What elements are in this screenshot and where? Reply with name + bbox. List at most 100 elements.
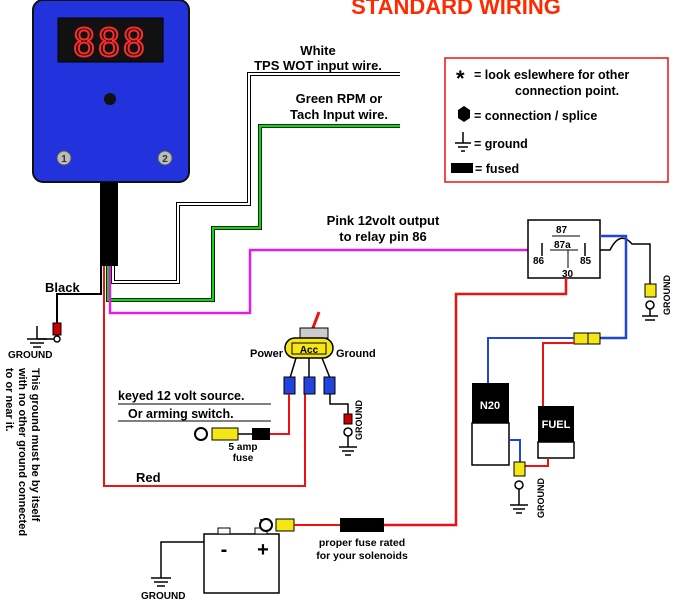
white-wire-label-1: White [300, 43, 335, 58]
pink-wire-label-1: Pink 12volt output [327, 213, 440, 228]
ground-label-relay: GROUND [662, 275, 672, 315]
fuel-solenoid: FUEL [537, 406, 575, 459]
switch-ground-symbol [339, 436, 357, 456]
white-tps-wire-core [112, 73, 400, 283]
relay-87-output-wire [599, 234, 628, 340]
relay-pin-85: 85 [580, 256, 592, 267]
legend-box: * = look eslewhere for other connection … [444, 57, 669, 183]
battery-ground-wire [160, 541, 204, 578]
solenoid-splice-connector-a [573, 332, 589, 345]
main-fuse-label-1: proper fuse rated [319, 537, 405, 549]
legend-splice-icon [458, 106, 470, 122]
relay-pin-30: 30 [562, 269, 574, 280]
black-ground-wire [56, 266, 102, 323]
switch-ground-fuse-marker [343, 413, 353, 425]
green-wire-label-2: Tach Input wire. [290, 107, 388, 122]
white-wire-label-2: TPS WOT input wire. [254, 58, 382, 73]
battery-plus-label: + [257, 539, 269, 561]
keyed-source-label-2: Or arming switch. [128, 407, 234, 421]
ground-ring-terminal [53, 335, 61, 343]
battery-minus-label: - [221, 539, 228, 561]
legend-star-text-1: = look eslewhere for other [474, 68, 629, 82]
switch-terminal-power [283, 376, 296, 395]
n20-ground-wire [509, 439, 521, 462]
port-2-label: 2 [162, 154, 168, 165]
solenoid-ground-connector [513, 461, 526, 477]
ground-note-line-3: to or near it. [3, 368, 15, 432]
keyed-source-ring [194, 427, 208, 441]
switch-acc-label: Acc [300, 345, 319, 356]
relay: 87 87a 86 85 30 [527, 219, 601, 280]
fuse-5-amp-label-1: 5 amp [229, 442, 258, 453]
ground-label-battery: GROUND [141, 591, 185, 602]
ground-fuse-marker [52, 322, 62, 336]
keyed-source-label-1: keyed 12 volt source. [118, 389, 244, 403]
switch-power-wire [268, 394, 290, 435]
legend-fuse-icon [451, 163, 473, 173]
battery-terminal-negative [217, 527, 231, 535]
switch-ground-ring [343, 427, 353, 437]
black-wire-label: Black [45, 280, 80, 295]
toggle-switch[interactable]: Acc Power Ground [250, 311, 376, 395]
legend-star-text-2: connection point. [515, 84, 619, 98]
keyed-source-connector [211, 427, 239, 441]
port-1-marker [56, 150, 72, 166]
red-wire-label: Red [136, 470, 161, 485]
relay-pin-87: 87 [556, 225, 568, 236]
n20-solenoid: N20 [471, 383, 510, 466]
solenoid-main-fuse [340, 518, 384, 532]
relay-pin-87a: 87a [554, 240, 571, 251]
port-2-marker [157, 150, 173, 166]
green-rpm-wire-core [106, 124, 400, 302]
relay-body [527, 219, 601, 279]
battery-body [203, 533, 280, 594]
ground-note-line-2: with no other ground connected [16, 367, 28, 536]
legend-ground-text: = ground [474, 137, 528, 151]
fuse-5-amp-label-2: fuse [233, 453, 254, 464]
controller-unit: 888 1 2 [32, 0, 190, 266]
led-display [57, 17, 164, 63]
switch-power-label: Power [250, 348, 284, 360]
switch-ground-label: Ground [336, 348, 376, 360]
fuel-ground-wire [520, 458, 549, 467]
pink-wire-label-2: to relay pin 86 [339, 229, 426, 244]
red-power-wire [103, 266, 306, 487]
ground-label-switch: GROUND [354, 400, 364, 440]
fuel-feed-wire [542, 342, 574, 406]
switch-terminal-ground [323, 376, 336, 395]
relay-85-ground-connector [644, 283, 657, 298]
legend-fuse-text: = fused [475, 162, 519, 176]
port-1-label: 1 [61, 154, 67, 165]
fuel-label: FUEL [542, 419, 571, 431]
main-fuse-label-2: for your solenoids [316, 550, 408, 562]
relay-85-ground-wire [600, 237, 651, 286]
wire-harness [100, 182, 118, 266]
legend-ground-icon [455, 132, 471, 152]
fuse-5-amp [252, 428, 270, 440]
led-display-digits: 888 [73, 21, 148, 65]
n20-feed-wire [487, 337, 574, 383]
pink-output-wire [108, 248, 540, 315]
ground-note-line-1: This ground must be by itself [29, 368, 41, 522]
green-wire-label-1: Green RPM or [296, 91, 383, 106]
battery-ground-symbol [151, 577, 171, 587]
ground-label-solenoids: GROUND [536, 478, 546, 518]
legend-splice-text: = connection / splice [474, 109, 597, 123]
solenoid-ground-ring [514, 480, 524, 490]
ground-note: This ground must be by itself with no ot… [3, 367, 41, 536]
n20-label: N20 [480, 400, 500, 412]
switch-terminal-acc [303, 376, 316, 395]
battery-positive-connector [275, 518, 295, 532]
relay-pin-86: 86 [533, 256, 545, 267]
controller-button[interactable] [104, 93, 116, 105]
relay-85-ground-ring [645, 300, 655, 310]
diagram-title: STANDARD WIRING [351, 0, 561, 19]
solenoid-splice-connector-b [587, 332, 601, 345]
battery: - + [203, 527, 280, 594]
solenoid-ground-symbol [510, 489, 528, 514]
relay-30-supply-wire [356, 278, 568, 527]
controller-ground: GROUND [8, 322, 62, 361]
ground-label-controller: GROUND [8, 350, 52, 361]
switch-ground-wire [329, 394, 349, 416]
